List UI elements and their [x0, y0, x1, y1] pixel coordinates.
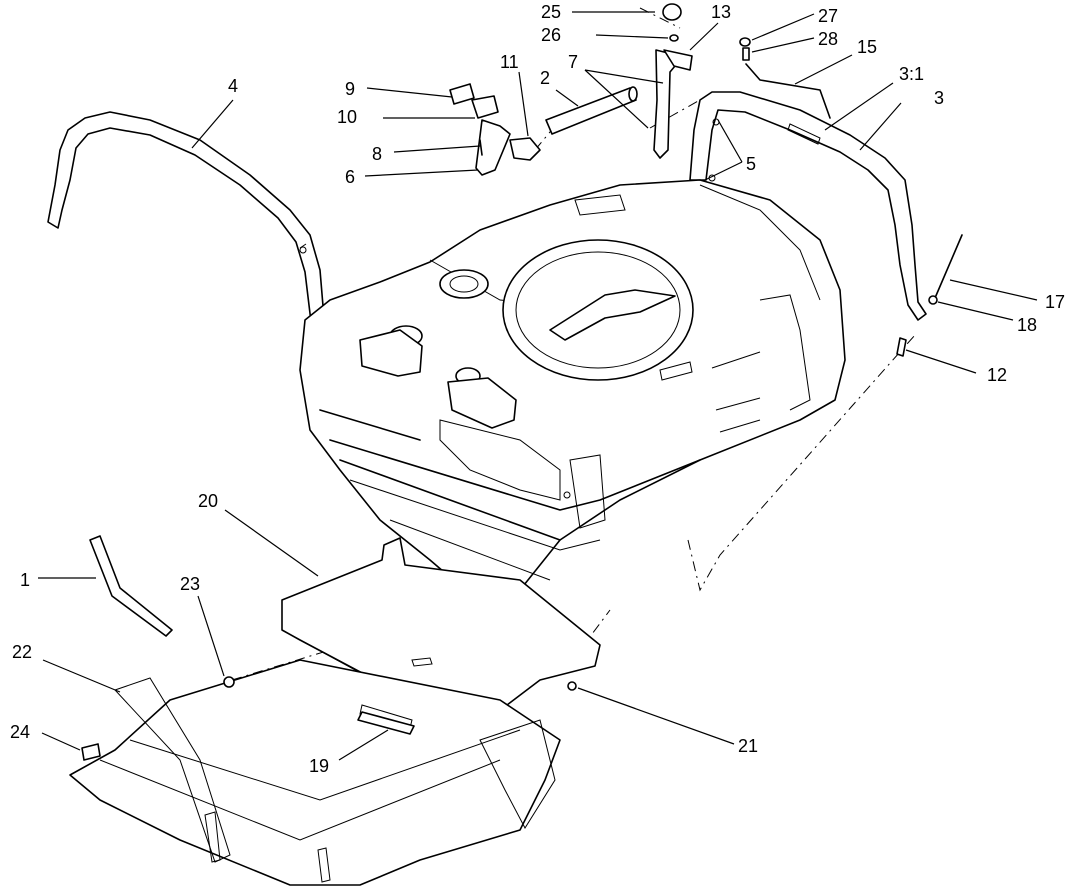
part-2-pipe: [545, 87, 637, 135]
callout-10: 10: [337, 107, 357, 127]
callout-7: 7: [568, 52, 578, 72]
part-4-left-hoop: [47, 111, 329, 377]
small-hardware: [81, 3, 963, 761]
callout-2: 2: [540, 68, 550, 88]
part-11-elbow: [509, 137, 541, 161]
part-22-frame: [69, 659, 561, 886]
callout-19: 19: [309, 756, 329, 776]
callout-24: 24: [10, 722, 30, 742]
callout-22: 22: [12, 642, 32, 662]
callout-3-1: 3:1: [899, 64, 924, 84]
callout-26: 26: [541, 25, 561, 45]
callout-21: 21: [738, 736, 758, 756]
part-27: [739, 37, 751, 47]
part-28: [742, 47, 750, 61]
callout-15: 15: [857, 37, 877, 57]
callout-9: 9: [345, 79, 355, 99]
part-19: [357, 711, 415, 735]
callout-11: 11: [500, 52, 519, 72]
leader-lines: [38, 11, 1038, 761]
part-26: [669, 34, 679, 42]
callout-28: 28: [818, 29, 838, 49]
part-24-bolt: [81, 743, 101, 761]
part-25-gauge: [662, 3, 682, 21]
callout-13: 13: [711, 2, 731, 22]
part-15-tube: [745, 63, 831, 119]
callout-3: 3: [934, 88, 944, 108]
part-18-washer: [928, 295, 938, 305]
callout-1: 1: [20, 570, 30, 590]
part-10: [471, 95, 499, 119]
callout-18: 18: [1017, 315, 1037, 335]
callout-12: 12: [987, 365, 1007, 385]
callout-8: 8: [372, 144, 382, 164]
part-20-tray: [281, 537, 601, 734]
part-23-nut: [223, 676, 235, 688]
part-6-bracket: [475, 119, 511, 176]
spray-tank: [299, 179, 846, 599]
callout-27: 27: [818, 6, 838, 26]
callout-4: 4: [228, 76, 238, 96]
callout-5: 5: [746, 154, 756, 174]
part-17-bolt: [934, 234, 963, 299]
callout-23: 23: [180, 574, 200, 594]
callout-17: 17: [1045, 292, 1065, 312]
part-3-right-hoop: [689, 91, 927, 321]
callout-20: 20: [198, 491, 218, 511]
callout-25: 25: [541, 2, 561, 22]
part-8-bolt: [479, 139, 483, 156]
callout-labels: 1 2 3 3:1 4 5 6 7 8 9 10 11 12 13 15 17 …: [10, 2, 1065, 776]
part-21-nut: [567, 681, 577, 691]
part-12: [896, 337, 907, 357]
callout-6: 6: [345, 167, 355, 187]
part-1-strap: [89, 535, 173, 637]
part-9: [449, 83, 475, 105]
